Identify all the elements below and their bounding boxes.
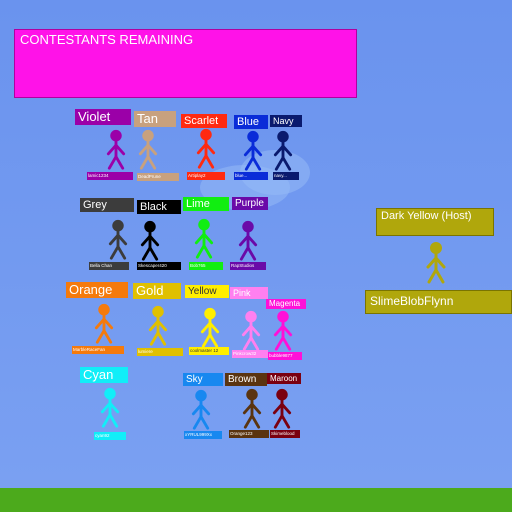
name-tag-gold: Gold bbox=[133, 283, 181, 299]
name-tag-violet: Violet bbox=[75, 109, 131, 125]
username-tag-orange: MarbleRaceFan bbox=[72, 346, 124, 354]
stick-figure-purple bbox=[238, 220, 258, 261]
name-tag-magenta: Magenta bbox=[266, 299, 306, 309]
stick-figure-brown bbox=[242, 388, 262, 429]
host-username-tag: SlimeBlobFlynn bbox=[365, 290, 512, 314]
name-tag-scarlet: Scarlet bbox=[181, 114, 227, 128]
stick-figure-tan bbox=[138, 129, 158, 170]
name-tag-tan: Tan bbox=[134, 111, 176, 127]
stick-figure-grey bbox=[108, 219, 128, 260]
name-tag-cyan: Cyan bbox=[80, 367, 128, 383]
username-tag-lime: Bob765 bbox=[189, 262, 223, 270]
name-tag-sky: Sky bbox=[183, 373, 223, 386]
stick-figure-pink bbox=[241, 310, 261, 351]
username-tag-blue: blue... bbox=[234, 172, 268, 180]
host-name-tag: Dark Yellow (Host) bbox=[376, 208, 494, 236]
stick-figure-maroon bbox=[272, 388, 292, 429]
name-tag-navy: Navy bbox=[270, 115, 302, 127]
stick-figure-gold bbox=[148, 305, 168, 346]
username-tag-maroon: Skimeblood bbox=[270, 430, 300, 438]
contestants-remaining-banner: CONTESTANTS REMAINING bbox=[14, 29, 357, 98]
username-tag-yellow: coolmaster 12 bbox=[189, 347, 229, 355]
stick-figure-scarlet bbox=[196, 128, 216, 169]
username-tag-magenta: bubble9877 bbox=[268, 352, 302, 360]
name-tag-orange: Orange bbox=[66, 282, 128, 298]
stick-figure-orange bbox=[94, 303, 114, 344]
stick-figure-host bbox=[426, 242, 446, 284]
username-tag-gold: lumiere bbox=[137, 348, 183, 356]
username-tag-sky: xYRUL999Xx bbox=[184, 431, 222, 439]
stick-figure-sky bbox=[191, 389, 211, 430]
name-tag-maroon: Maroon bbox=[267, 373, 301, 384]
banner-title: CONTESTANTS REMAINING bbox=[20, 32, 194, 47]
username-tag-pink: Pinkcrow32 bbox=[232, 350, 268, 358]
name-tag-lime: Lime bbox=[183, 197, 229, 211]
username-tag-violet: lamic1234 bbox=[87, 172, 133, 180]
name-tag-brown: Brown bbox=[225, 373, 267, 386]
name-tag-pink: Pink bbox=[230, 287, 268, 299]
name-tag-black: Black bbox=[137, 200, 181, 214]
username-tag-purple: RapStudios bbox=[230, 262, 266, 270]
username-tag-black: Skescaper420 bbox=[137, 262, 181, 270]
stick-figure-yellow bbox=[200, 307, 220, 348]
grass-ground bbox=[0, 488, 512, 512]
stick-figure-lime bbox=[194, 218, 214, 259]
stick-figure-violet bbox=[106, 129, 126, 170]
username-tag-tan: DeadPrune bbox=[137, 173, 179, 181]
name-tag-purple: Purple bbox=[232, 197, 268, 210]
username-tag-brown: Orange123 bbox=[229, 430, 269, 438]
stick-figure-cyan bbox=[100, 387, 120, 428]
stick-figure-navy bbox=[273, 130, 293, 171]
stick-figure-blue bbox=[243, 130, 263, 171]
name-tag-yellow: Yellow bbox=[185, 285, 229, 298]
username-tag-navy: navy... bbox=[273, 172, 299, 180]
username-tag-scarlet: Artiplay2 bbox=[187, 172, 225, 180]
username-tag-cyan: cyan92 bbox=[94, 432, 126, 440]
stick-figure-black bbox=[140, 220, 160, 261]
stick-figure-magenta bbox=[273, 310, 293, 351]
username-tag-grey: Bella Chan bbox=[89, 262, 129, 270]
name-tag-grey: Grey bbox=[80, 198, 134, 212]
name-tag-blue: Blue bbox=[234, 115, 268, 129]
